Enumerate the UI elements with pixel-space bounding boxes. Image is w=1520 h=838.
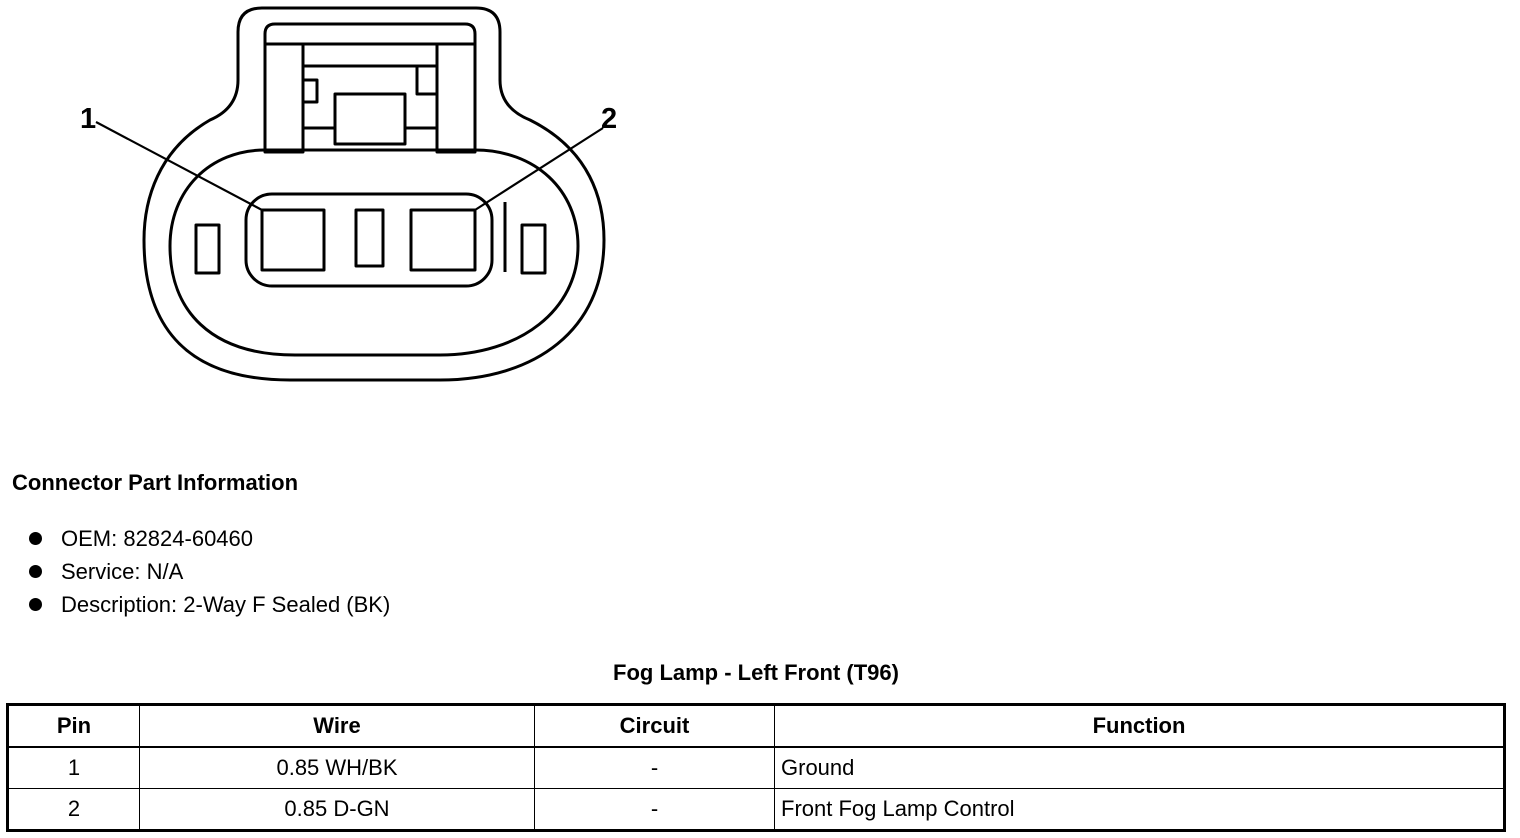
connector-face-diagram: 1 2 bbox=[80, 6, 617, 382]
pin-table: Pin Wire Circuit Function 1 0.85 WH/BK -… bbox=[6, 703, 1506, 832]
cell-circuit: - bbox=[534, 746, 775, 789]
bullet-icon bbox=[29, 598, 42, 611]
cell-wire: 0.85 WH/BK bbox=[139, 746, 535, 789]
cell-function: Ground bbox=[774, 746, 1505, 789]
column-header-wire: Wire bbox=[139, 704, 535, 748]
pin-callout-2: 2 bbox=[601, 103, 617, 135]
latch-tab bbox=[333, 92, 407, 146]
part-info-item-description: Description: 2-Way F Sealed (BK) bbox=[28, 590, 390, 623]
part-info-heading: Connector Part Information bbox=[12, 470, 299, 495]
latch-frame bbox=[263, 22, 477, 150]
bullet-icon bbox=[29, 532, 42, 545]
cell-circuit: - bbox=[534, 788, 775, 831]
bullet-icon bbox=[29, 565, 42, 578]
part-info-item-service: Service: N/A bbox=[28, 557, 390, 590]
cell-function: Front Fog Lamp Control bbox=[774, 788, 1505, 831]
pin-cavity-1 bbox=[260, 208, 326, 272]
table-title: Fog Lamp - Left Front (T96) bbox=[613, 660, 899, 685]
part-info-text: Description: 2-Way F Sealed (BK) bbox=[61, 592, 391, 617]
terminal-block bbox=[244, 192, 494, 288]
table-row: 1 0.85 WH/BK - Ground bbox=[7, 746, 1505, 789]
part-info-text: Service: N/A bbox=[61, 559, 184, 584]
cell-pin: 2 bbox=[7, 788, 140, 831]
cell-wire: 0.85 D-GN bbox=[139, 788, 535, 831]
connector-housing-inner bbox=[168, 148, 580, 357]
side-slot-right bbox=[520, 223, 547, 275]
part-info-text: OEM: 82824-60460 bbox=[61, 526, 254, 551]
table-header-row: Pin Wire Circuit Function bbox=[7, 704, 1505, 748]
column-header-pin: Pin bbox=[7, 704, 140, 748]
part-info-list: OEM: 82824-60460 Service: N/A Descriptio… bbox=[28, 524, 390, 623]
callout-leader-2 bbox=[474, 127, 604, 211]
pin-callout-1: 1 bbox=[80, 103, 96, 135]
column-header-circuit: Circuit bbox=[534, 704, 775, 748]
pin-cavity-2 bbox=[409, 208, 477, 272]
part-info-item-oem: OEM: 82824-60460 bbox=[28, 524, 390, 557]
latch-arm-right bbox=[435, 42, 477, 154]
cell-pin: 1 bbox=[7, 746, 140, 789]
table-row: 2 0.85 D-GN - Front Fog Lamp Control bbox=[7, 788, 1505, 831]
center-slot bbox=[354, 208, 385, 268]
side-slot-left bbox=[194, 223, 221, 275]
connector-housing-outer bbox=[142, 6, 606, 382]
callout-leader-1 bbox=[95, 121, 263, 211]
latch-arm-left bbox=[263, 42, 305, 154]
column-header-function: Function bbox=[774, 704, 1505, 748]
